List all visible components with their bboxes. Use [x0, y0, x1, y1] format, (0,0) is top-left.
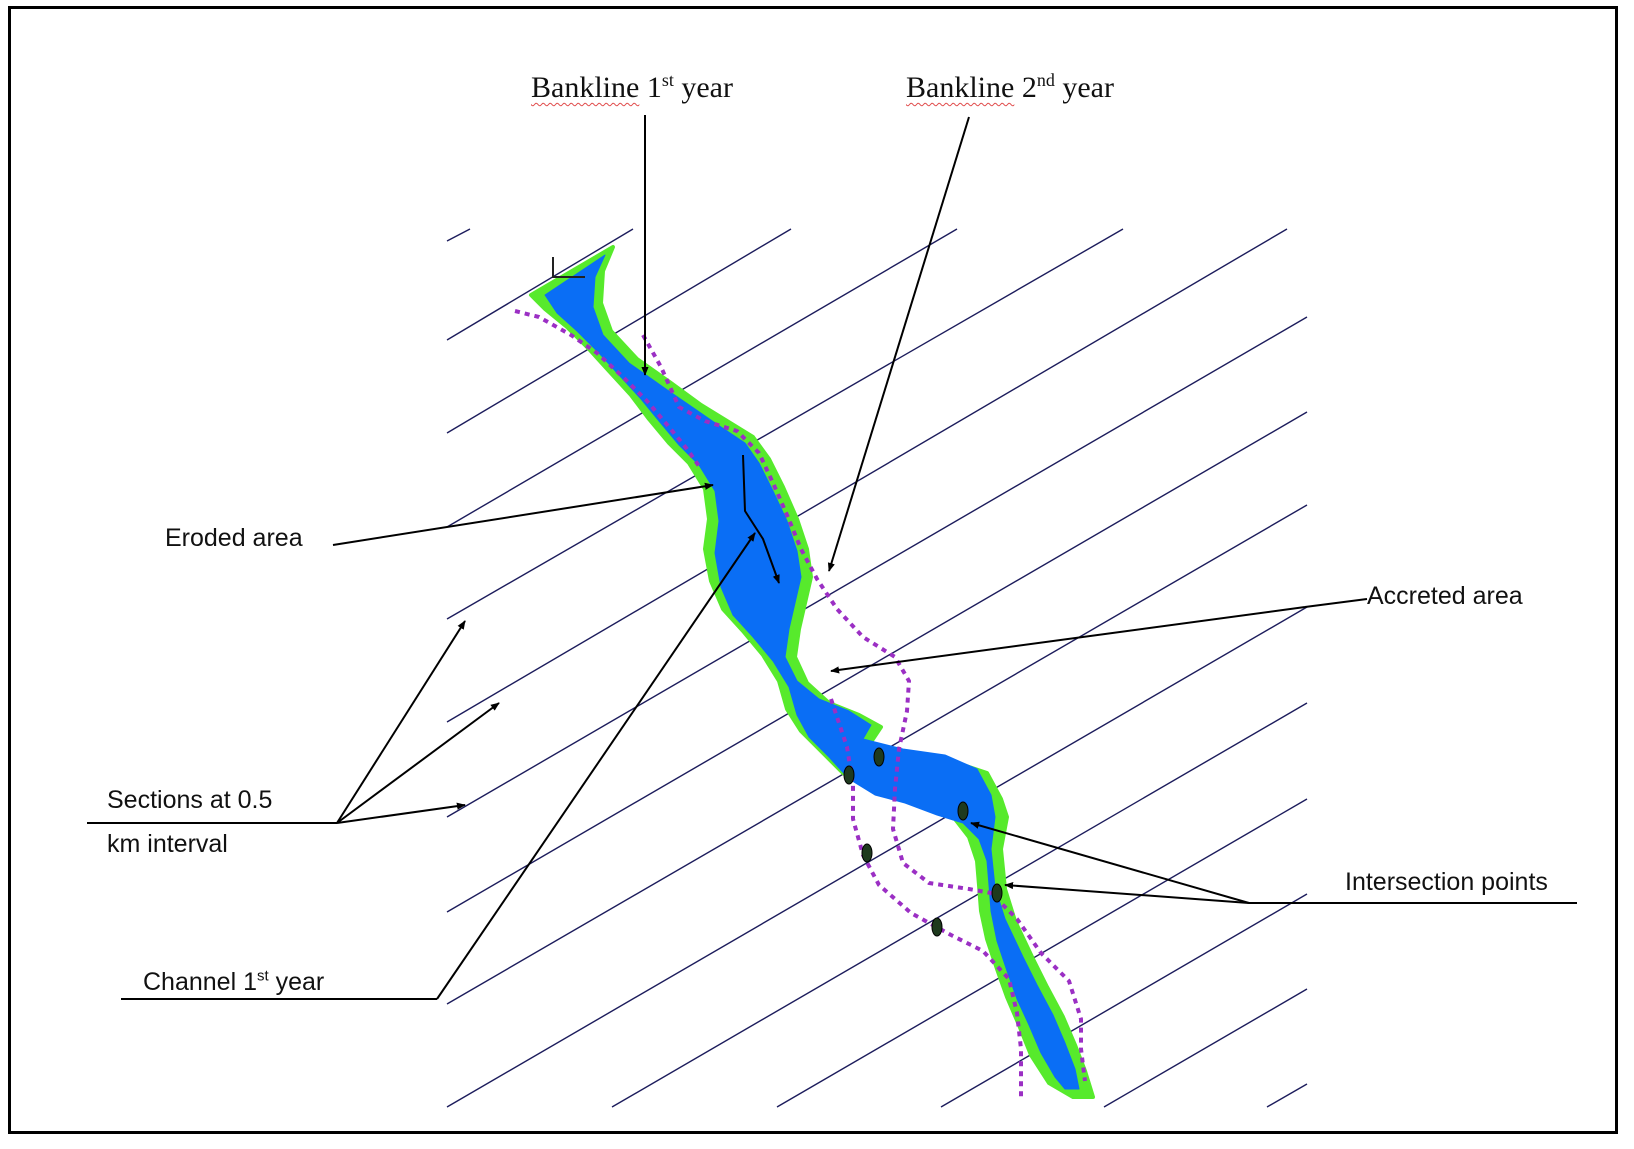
label-channel-rest: year — [275, 968, 325, 996]
label-bankline-num: 1 — [646, 71, 662, 104]
intersection-point — [843, 765, 855, 785]
river-bankline-diagram — [87, 115, 1577, 1108]
intersection-points — [843, 747, 1003, 937]
label-bankline-rest: year — [681, 71, 733, 104]
section-line — [446, 228, 471, 242]
sections-leader — [336, 702, 500, 824]
label-sections-line1: Sections at 0.5 — [107, 786, 273, 814]
section-line — [446, 228, 634, 341]
section-line — [446, 606, 1308, 1108]
label-channel-text: Channel 1 — [143, 968, 257, 996]
label-sections-line2: km interval — [107, 830, 228, 858]
section-line — [446, 411, 1308, 913]
section-line — [940, 893, 1308, 1108]
label-bankline-sup: st — [661, 70, 674, 90]
section-line — [446, 228, 792, 434]
eroded-area-leader — [332, 482, 714, 546]
leader-lines — [87, 115, 1577, 1000]
channel-leader — [436, 532, 756, 1000]
bankline-2nd-year-left-lower — [829, 698, 1023, 1101]
label-accreted-area: Accreted area — [1367, 582, 1523, 610]
section-line — [446, 316, 1308, 818]
section-lines — [446, 228, 1308, 1108]
sections-leader — [336, 620, 466, 824]
label-bankline-sup: nd — [1036, 70, 1055, 90]
label-bankline-word: Bankline — [906, 71, 1015, 104]
label-bankline-rest: year — [1062, 71, 1114, 104]
label-channel-sup: st — [256, 967, 269, 985]
intersection-leader — [970, 821, 1250, 904]
section-line — [446, 228, 1124, 620]
section-line — [1266, 1083, 1308, 1108]
channel-head-mark — [552, 257, 585, 278]
intersection-point — [931, 917, 943, 937]
section-line — [446, 228, 1288, 723]
label-bankline-word: Bankline — [531, 71, 640, 104]
bankline-2nd-year-right — [641, 334, 1087, 1082]
label-bankline-1st-year: Bankline 1st year — [531, 71, 733, 105]
sections-leader — [336, 802, 466, 824]
label-eroded-area: Eroded area — [165, 524, 303, 552]
label-bankline-2nd-year: Bankline 2nd year — [906, 71, 1114, 105]
intersection-point — [991, 883, 1003, 903]
diagram-frame: Bankline 1st year Bankline 2nd year Erod… — [8, 6, 1618, 1134]
section-line — [1103, 988, 1308, 1108]
label-intersection-points: Intersection points — [1345, 868, 1548, 896]
label-channel-1st-year: Channel 1st year — [143, 967, 324, 997]
accreted-area-leader — [1304, 598, 1368, 608]
intersection-point — [861, 843, 873, 863]
intersection-leader — [1004, 882, 1250, 904]
section-line — [611, 702, 1308, 1108]
bankline-2nd-year — [514, 309, 1087, 1101]
intersection-point — [957, 801, 969, 821]
bankline-2nd-leader — [827, 116, 970, 572]
label-bankline-num: 2 — [1021, 71, 1037, 104]
accreted-area-leader — [830, 606, 1306, 674]
intersection-point — [873, 747, 885, 767]
section-line — [446, 228, 958, 528]
channel-1st-year — [544, 254, 1080, 1090]
channel-flow-arrow — [742, 454, 780, 584]
